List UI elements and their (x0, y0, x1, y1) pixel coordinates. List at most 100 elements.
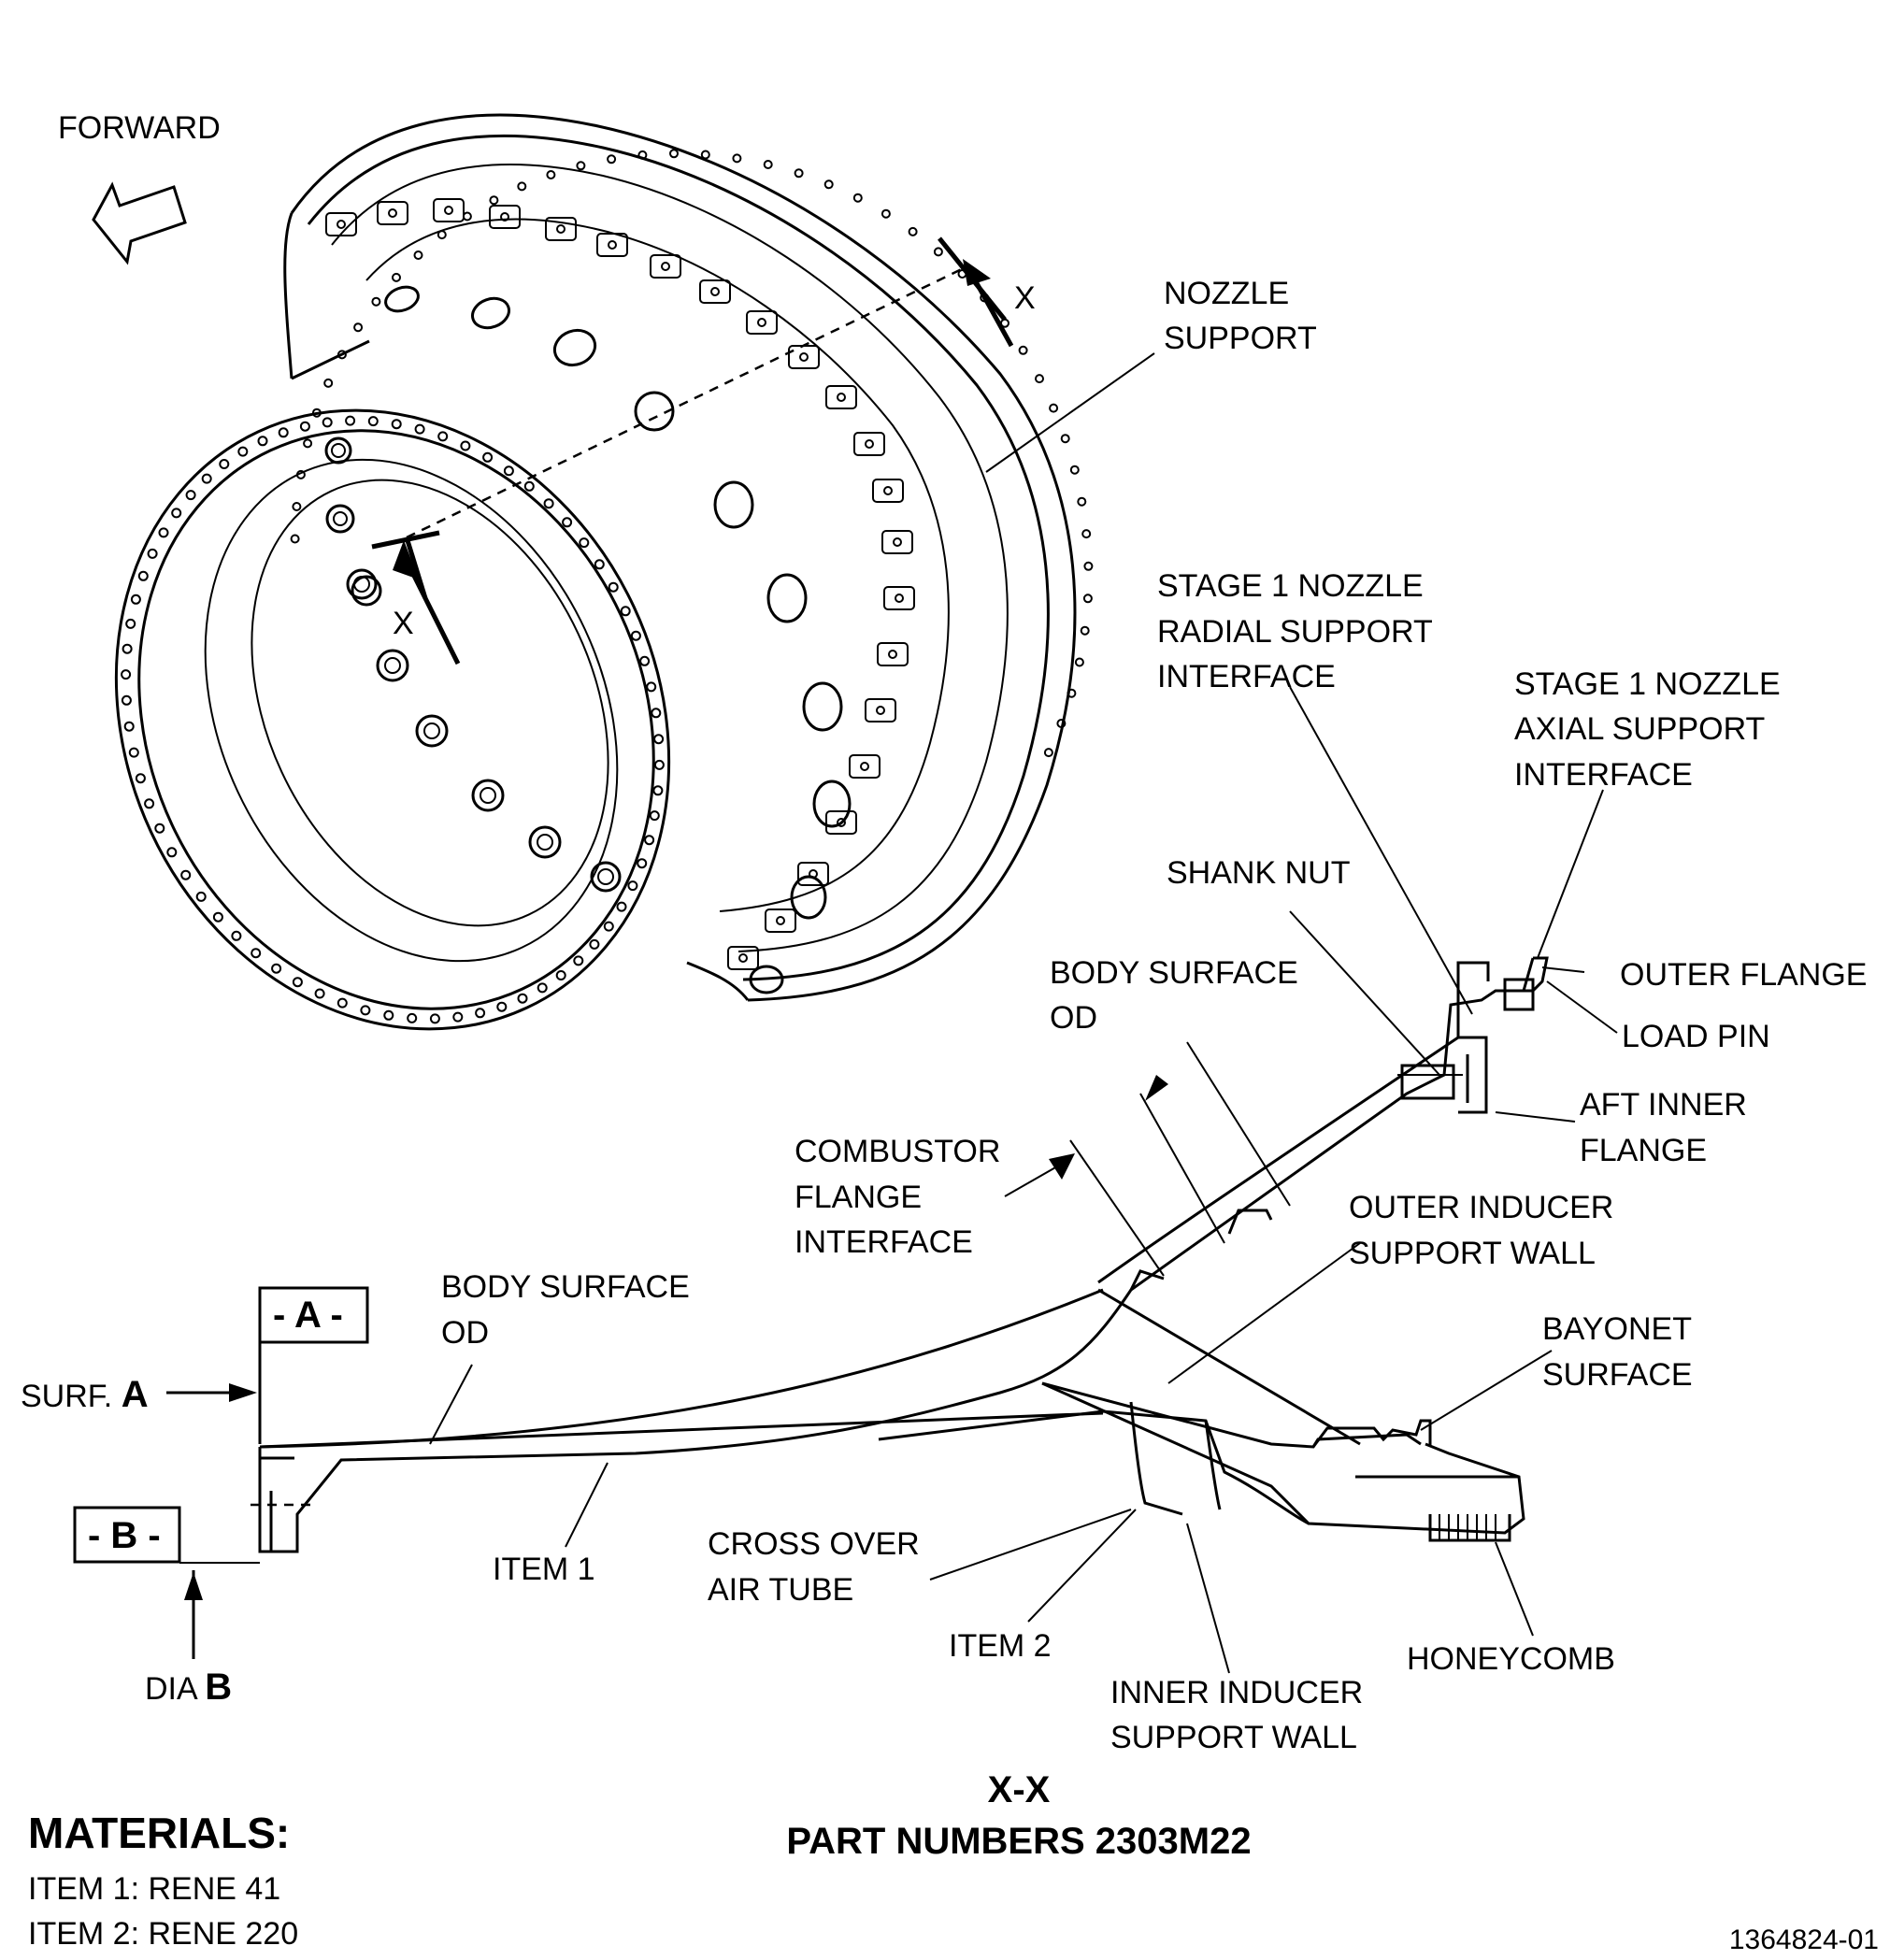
bolt-hole (1074, 657, 1084, 667)
bolt-hole (251, 948, 262, 959)
bolt-hole (122, 643, 133, 654)
bolt-hole (121, 694, 132, 706)
materials-title: MATERIALS: (28, 1809, 290, 1857)
bolt-hole (311, 408, 322, 418)
nozzle-pad (883, 586, 915, 610)
load-pin-label: LOAD PIN (1622, 1019, 1770, 1054)
bolt-hole (630, 630, 641, 641)
bolt-hole (732, 153, 742, 164)
bolt-hole (1060, 434, 1070, 444)
bolt-hole (271, 963, 282, 974)
bolt-hole (1081, 529, 1092, 539)
body-surface-od-upper-2: OD (1050, 1000, 1097, 1036)
outer-flange-label: OUTER FLANGE (1620, 957, 1867, 993)
bolt-hole (336, 997, 348, 1009)
bolt-hole (290, 534, 300, 544)
stage1-axial-label-1: STAGE 1 NOZZLE (1514, 666, 1781, 702)
section-marker-lower: X (393, 606, 414, 641)
bolt-hole (1049, 403, 1059, 413)
bolt-hole (1035, 374, 1044, 384)
bolt-hole (763, 160, 773, 169)
outer-inducer-label-2: SUPPORT WALL (1349, 1236, 1596, 1271)
bolt-hole (652, 785, 664, 796)
pad-hole (661, 262, 670, 271)
nozzle-pad (765, 908, 796, 933)
nozzle-pad (377, 201, 408, 225)
honeycomb-icon (1439, 1514, 1496, 1540)
pad-hole (444, 206, 453, 215)
bolt-hole (1082, 594, 1093, 604)
shank-nut-label: SHANK NUT (1167, 855, 1350, 891)
pad-hole (776, 916, 785, 925)
combustor-flange-label-2: FLANGE (795, 1180, 922, 1215)
item-2-label: ITEM 2 (949, 1628, 1052, 1664)
body-surface-od-lower-1: BODY SURFACE (441, 1269, 690, 1305)
figure-id: 1364824-01 (1729, 1924, 1879, 1955)
nozzle-pad (849, 754, 881, 779)
forward-flange-bolt-holes (121, 415, 665, 1024)
surf-a-label: SURF. A (21, 1374, 149, 1415)
bolt-hole (700, 150, 710, 160)
part-numbers: PART NUMBERS 2303M22 (786, 1821, 1251, 1862)
nozzle-pad (545, 217, 577, 241)
bolt-hole (523, 480, 535, 492)
bolt-hole (1043, 748, 1053, 758)
bolt-hole (429, 1013, 440, 1024)
nozzle-pad (788, 345, 820, 369)
bolt-hole (482, 451, 494, 463)
section-x-x-profile (251, 956, 1549, 1553)
bolt-hole (576, 161, 586, 171)
bolt-hole (1056, 719, 1067, 728)
pad-hole (757, 318, 766, 327)
nozzle-support-label-1: NOZZLE (1164, 276, 1289, 311)
bolt-hole (616, 901, 627, 912)
bolt-hole (1018, 345, 1028, 355)
bolt-hole (594, 559, 605, 570)
nozzle-pad (650, 254, 681, 279)
bolt-hole (135, 773, 146, 784)
nozzle-pad (746, 310, 778, 335)
nozzle-pad (797, 862, 829, 886)
bolt-hole (166, 847, 178, 858)
bolt-hole (669, 149, 679, 159)
body-surface-od-lower-2: OD (441, 1315, 489, 1351)
bolt-hole (147, 548, 158, 559)
bolt-hole (278, 427, 289, 438)
stage1-radial-label-1: STAGE 1 NOZZLE (1157, 568, 1424, 604)
nozzle-support-label-2: SUPPORT (1164, 321, 1317, 356)
pad-hole (860, 762, 869, 771)
pad-hole (608, 240, 617, 250)
dia-b-label: DIA B (145, 1667, 232, 1708)
material-item-2: ITEM 2: RENE 220 (28, 1916, 298, 1952)
bolt-hole (437, 230, 447, 240)
nozzle-pad (699, 279, 731, 304)
bolt-hole (573, 955, 584, 966)
bolt-hole (546, 170, 556, 179)
bolt-hole (323, 378, 334, 388)
stage1-radial-label-2: RADIAL SUPPORT (1157, 614, 1433, 650)
bolt-hole (543, 498, 554, 509)
bolt-hole (257, 436, 268, 447)
bolt-hole (231, 930, 242, 941)
bolt-hole (219, 459, 230, 469)
bolt-hole (391, 419, 402, 430)
nozzle-pad (825, 385, 857, 409)
bolt-hole (639, 655, 651, 666)
bolt-hole (644, 835, 655, 846)
pad-hole (388, 208, 397, 218)
bolt-hole (475, 1008, 486, 1019)
nozzle-support-isometric (114, 113, 1094, 1031)
bolt-hole (237, 446, 249, 457)
pad-hole (837, 818, 846, 827)
bolt-hole (462, 211, 472, 222)
bolt-hole (212, 911, 223, 923)
bolt-hole (555, 970, 566, 980)
pad-hole (893, 537, 902, 547)
pad-hole (883, 486, 893, 495)
bolt-hole (1069, 465, 1080, 475)
nozzle-pad (881, 530, 913, 554)
nozzle-pad (489, 205, 521, 229)
bolt-hole (1067, 688, 1077, 698)
bolt-hole (608, 581, 619, 593)
bolt-hole (292, 977, 303, 988)
